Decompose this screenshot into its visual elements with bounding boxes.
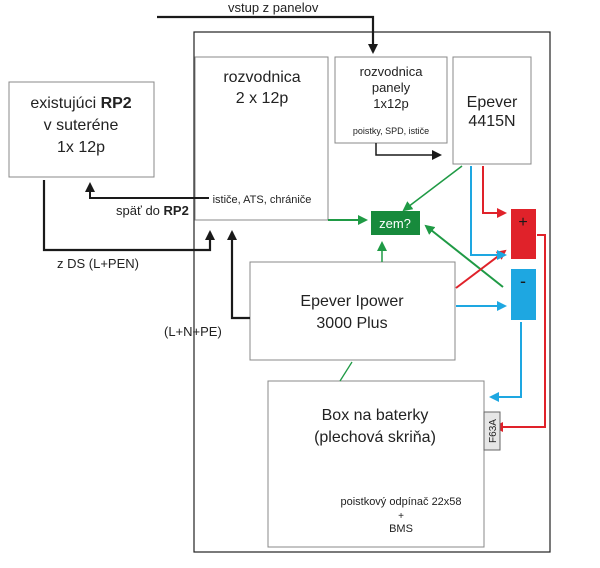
ground-label: zem? xyxy=(379,216,411,231)
ground-wire-epever xyxy=(402,165,463,212)
rp2-box xyxy=(8,81,155,178)
epever-mppt-brand: Epever xyxy=(467,94,518,111)
rp2-capacity: 1x 12p xyxy=(57,139,105,156)
battery-box-fuse-note: poistkový odpínač 22x58 xyxy=(340,496,461,508)
red-epever-to-plus xyxy=(482,166,507,218)
rp2-title: existujúci RP2 xyxy=(30,95,131,112)
back-to-rp2-label: späť do RP2 xyxy=(116,203,189,218)
fuse-label: F63A xyxy=(488,419,499,443)
blue-minus-to-battery xyxy=(489,322,522,402)
panel-input-wire xyxy=(157,15,378,54)
panel-box-components: poistky, SPD, ističe xyxy=(353,126,429,136)
battery-box-title: Box na baterky xyxy=(322,407,429,424)
epever-mppt-model: 4415N xyxy=(468,113,515,130)
rp2-location: v suteréne xyxy=(44,117,119,134)
to-ds-label: z DS (L+PEN) xyxy=(57,256,139,271)
plus-terminal xyxy=(511,209,536,259)
epever-mppt-box xyxy=(452,56,532,165)
red-plus-to-battery xyxy=(493,234,546,432)
lnpe-label: (L+N+PE) xyxy=(164,324,222,339)
inverter-to-panel-wire xyxy=(227,230,250,320)
plus-terminal-label: + xyxy=(518,214,527,231)
battery-box xyxy=(267,380,485,548)
back-to-rp2-wire xyxy=(85,182,209,199)
main-panel-title: rozvodnica xyxy=(223,69,300,86)
inverter-name: Epever Ipower xyxy=(300,293,404,310)
to-ds-wire xyxy=(42,180,215,252)
main-panel-capacity: 2 x 12p xyxy=(236,90,289,107)
battery-box-subtitle: (plechová skriňa) xyxy=(314,429,436,446)
panel-input-label: vstup z panelov xyxy=(228,0,319,15)
ground-block xyxy=(371,211,420,235)
red-inverter-to-plus xyxy=(455,249,507,289)
battery-box-bms: BMS xyxy=(389,523,413,535)
panel-box xyxy=(334,56,448,144)
battery-box-plus: + xyxy=(398,511,404,522)
ground-wire-minus xyxy=(424,224,504,288)
inverter-box xyxy=(249,261,456,361)
panel-box-capacity: 1x12p xyxy=(373,96,408,111)
inverter-model: 3000 Plus xyxy=(316,315,387,332)
fuse-label-box xyxy=(483,411,501,451)
main-panel-components: ističe, ATS, chrániče xyxy=(213,194,312,206)
blue-epever-to-minus xyxy=(470,166,507,260)
minus-terminal xyxy=(511,269,536,320)
ground-wire-battery xyxy=(339,361,353,382)
panel-box-title: rozvodnica xyxy=(360,64,424,79)
main-panel-box xyxy=(194,56,329,221)
minus-terminal-label: - xyxy=(520,271,526,291)
panel-box-subtitle: panely xyxy=(372,80,411,95)
panel-to-epever-wire xyxy=(375,143,442,160)
